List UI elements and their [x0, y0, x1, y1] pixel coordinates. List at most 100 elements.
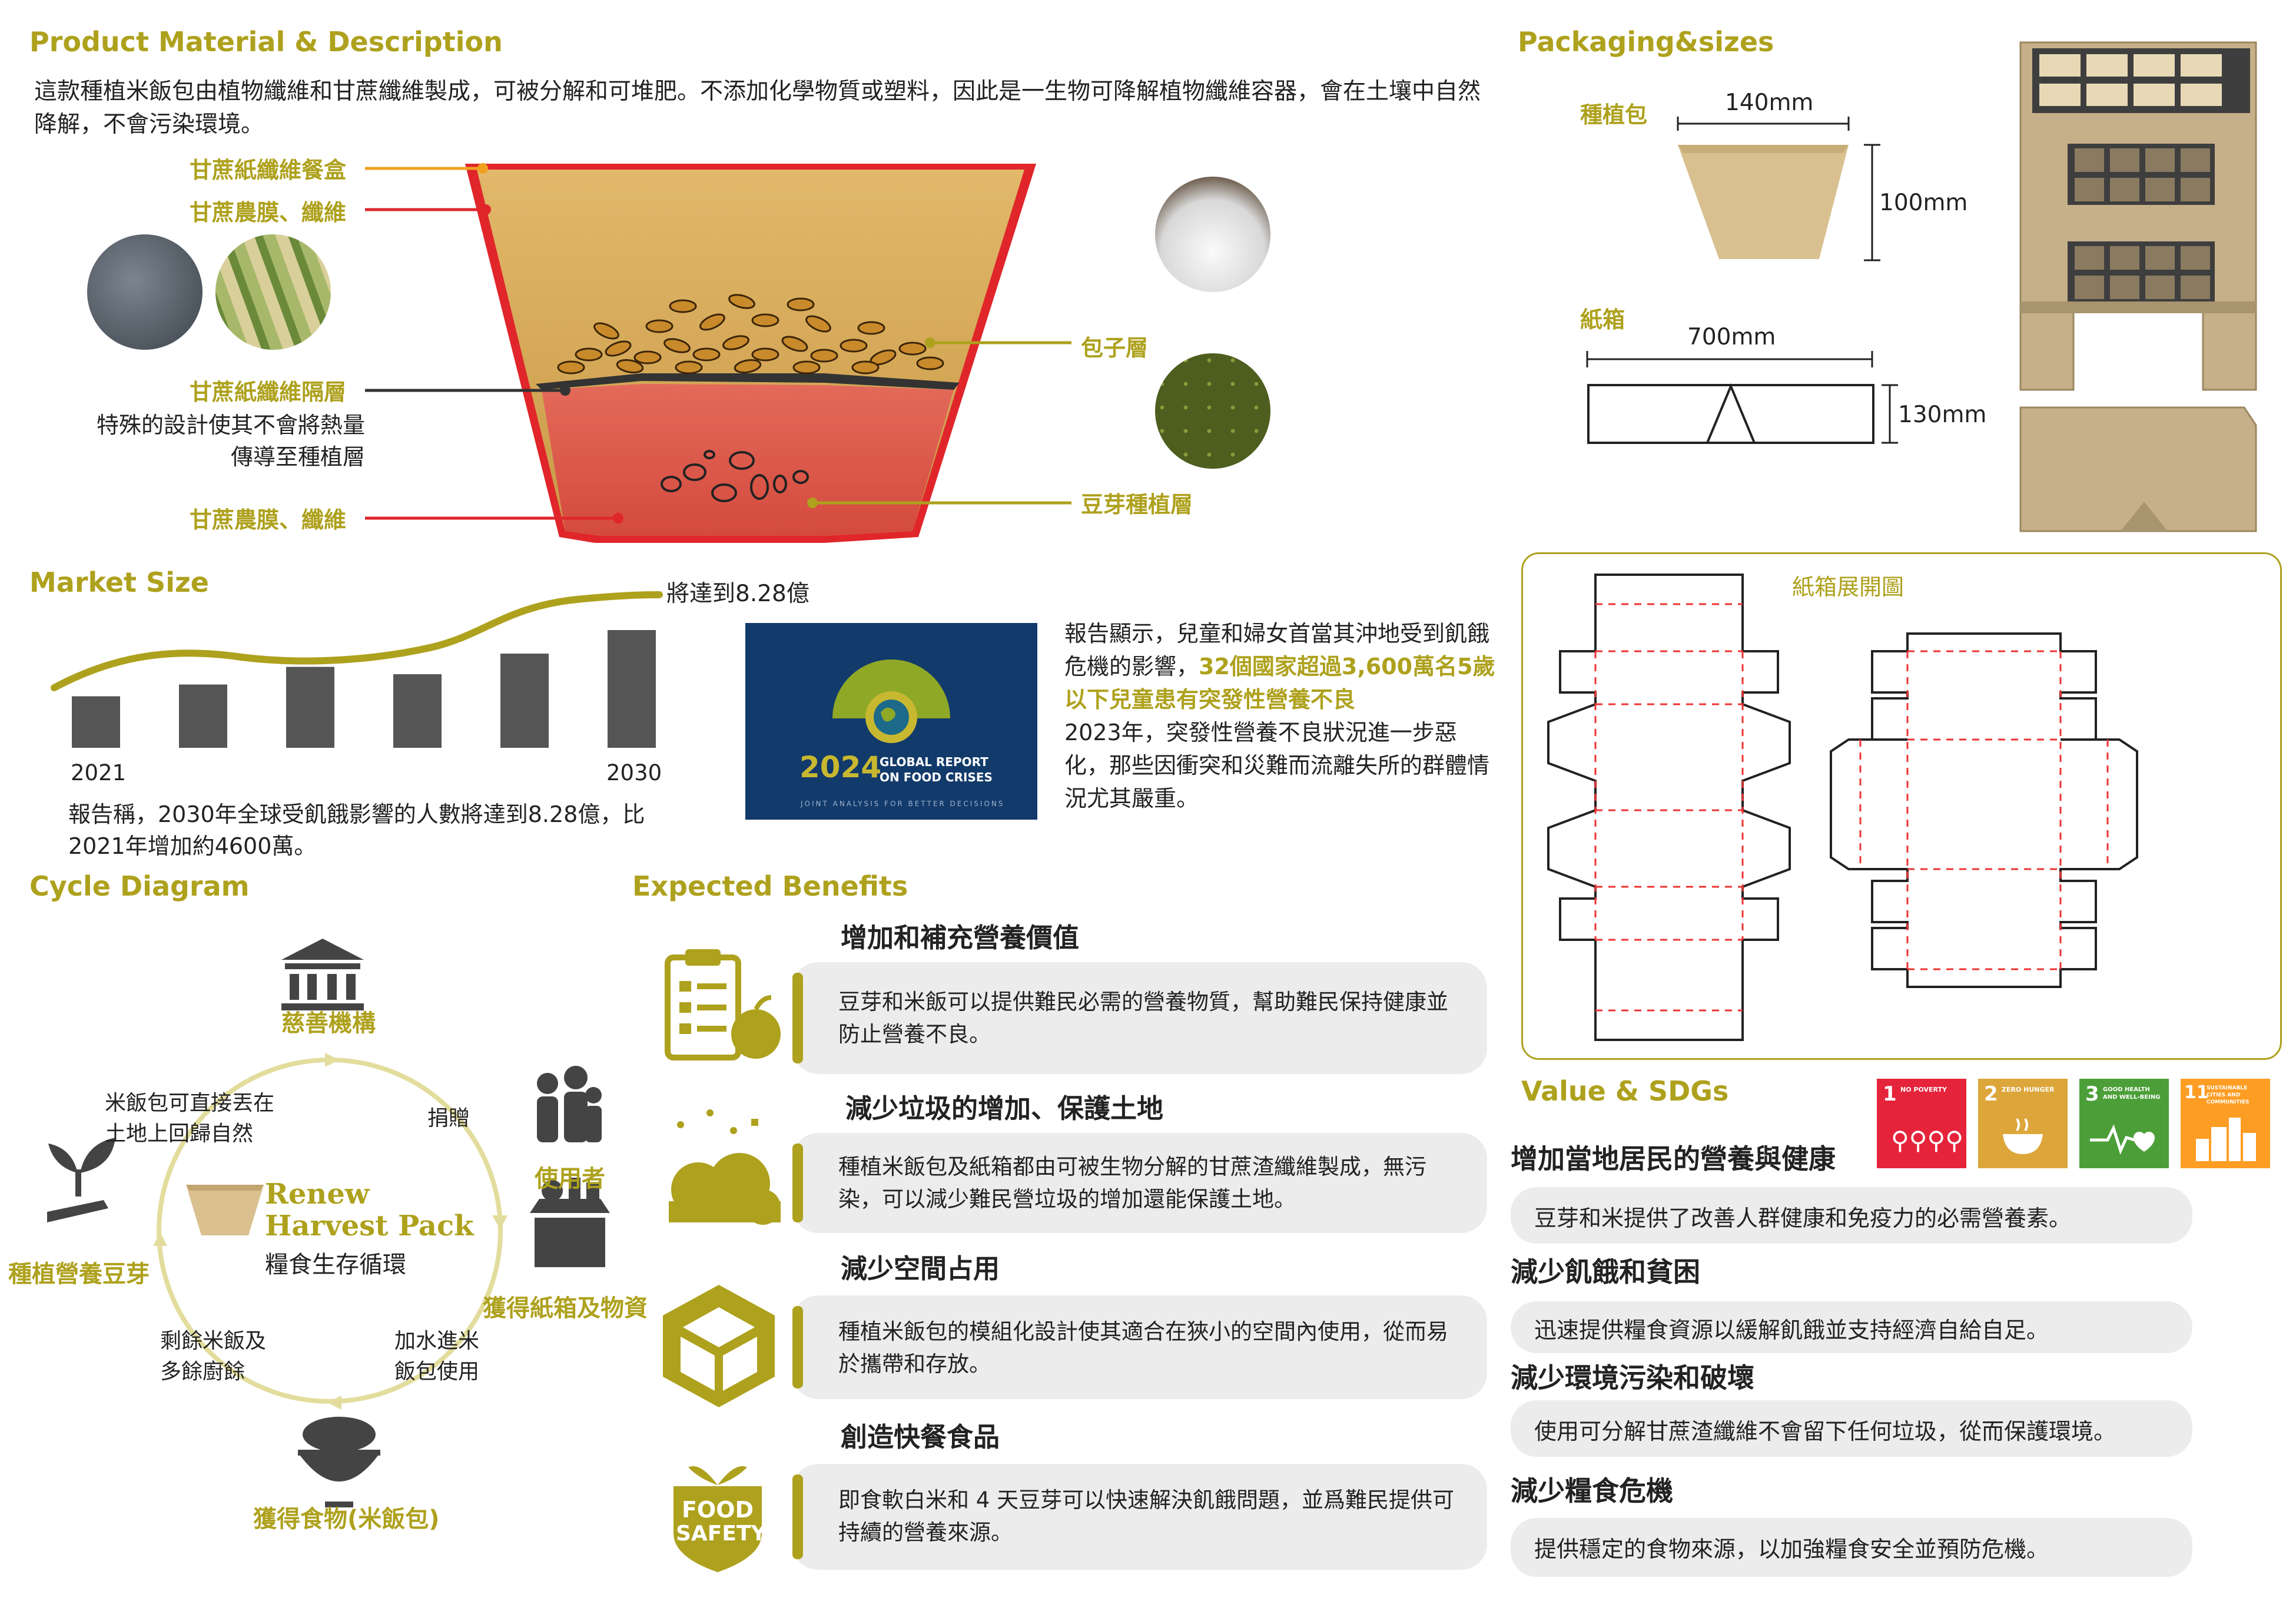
- pack-label: 種植包: [1580, 102, 1648, 128]
- box-3d-render: [2019, 41, 2257, 532]
- market-bar: [500, 654, 549, 748]
- market-bar: [608, 630, 656, 748]
- cycle-leftover-1: 剩餘米飯及: [160, 1329, 267, 1353]
- modular-cube-icon: [663, 1285, 775, 1407]
- rice-grains: [557, 294, 944, 374]
- charity-icon: [281, 939, 364, 1010]
- label-sprout-layer: 豆芽種植層: [1081, 492, 1193, 518]
- sdg-3-tile: 3 GOOD HEALTH AND WELL-BEING: [2079, 1079, 2169, 1168]
- dieline-panel: [1521, 552, 2282, 1060]
- value-1-title: 增加當地居民的營養與健康: [1511, 1143, 1836, 1175]
- section-title-value: Value & SDGs: [1521, 1075, 1729, 1107]
- brand-name-2: Harvest Pack: [265, 1209, 474, 1242]
- benefit-1-text: 豆芽和米飯可以提供難民必需的營養物質，幫助難民保持健康並防止營養不良。: [838, 989, 1448, 1047]
- cycle-donate: 捐贈: [427, 1106, 470, 1131]
- photo-rice: [1155, 177, 1270, 292]
- sdg-1-label: NO POVERTY: [1900, 1086, 1947, 1093]
- benefit-3-pill: 種植米飯包的模組化設計使其適合在狹小的空間內使用，從而易於攜帶和存放。: [792, 1295, 1487, 1399]
- material-description: 這款種植米飯包由植物纖維和甘蔗纖維製成，可被分解和可堆肥。不添加化學物質或塑料，…: [34, 78, 1481, 138]
- sdg-1-number: 1: [1883, 1082, 1897, 1106]
- nutrition-clipboard-icon: [665, 949, 781, 1060]
- market-x-start: 2021: [71, 760, 127, 786]
- value-3-text: 使用可分解甘蔗渣纖維不會留下任何垃圾，從而保護環境。: [1534, 1418, 2116, 1444]
- cycle-user: 使用者: [535, 1165, 605, 1192]
- benefit-3-title: 減少空間占用: [841, 1253, 1000, 1284]
- section-title-benefits: Expected Benefits: [632, 870, 908, 902]
- label-rice-layer: 包子層: [1081, 335, 1149, 361]
- report-subtitle: JOINT ANALYSIS FOR BETTER DECISIONS: [801, 800, 1005, 808]
- report-title-1: GLOBAL REPORT: [880, 755, 988, 769]
- center-pack-icon: [186, 1185, 264, 1235]
- food-crisis-report-cover: 2024 GLOBAL REPORT ON FOOD CRISES JOINT …: [745, 623, 1037, 820]
- value-1-pill: 豆芽和米提供了改善人群健康和免疫力的必需營養素。: [1511, 1187, 2192, 1244]
- report-title-2: ON FOOD CRISES: [880, 770, 993, 784]
- box-width: 700mm: [1687, 324, 1776, 350]
- sdg-11-label: SUSTAINABLE CITIES AND COMMUNITIES: [2207, 1085, 2249, 1105]
- label-fiber-divider: 甘蔗紙纖維隔層: [190, 379, 347, 405]
- sdg-3-label: GOOD HEALTH AND WELL-BEING: [2103, 1086, 2161, 1101]
- box-height: 130mm: [1898, 402, 1987, 428]
- brand-name-1: Renew: [265, 1178, 370, 1211]
- benefit-2-title: 減少垃圾的增加、保護土地: [845, 1093, 1164, 1124]
- report-emblem: [832, 659, 950, 743]
- value-4-text: 提供穩定的食物來源，以加強糧食安全並預防危機。: [1534, 1536, 2049, 1562]
- report-summary-2: 2023年，突發性營養不良狀況進一步惡化，那些因衝突和災難而流離失所的群體情況尤…: [1064, 720, 1490, 811]
- market-bar: [72, 696, 120, 748]
- divider-note: 特殊的設計使其不會將熱量傳導至種植層: [96, 412, 365, 470]
- material-leader-lines: [365, 163, 1071, 523]
- food-safety-text-2: SAFETY: [676, 1522, 767, 1546]
- cycle-diagram: [47, 939, 610, 1507]
- health-heartbeat-icon: [2090, 1124, 2155, 1155]
- pack-height: 100mm: [1879, 190, 1968, 216]
- box-label: 紙箱: [1580, 307, 1625, 333]
- bean-seeds: [661, 450, 809, 502]
- benefit-3-text: 種植米飯包的模組化設計使其適合在狹小的空間內使用，從而易於攜帶和存放。: [838, 1319, 1448, 1377]
- sprout-plant-icon: [47, 1138, 115, 1222]
- benefit-2-accent: [792, 1144, 803, 1222]
- sdg-3-number: 3: [2085, 1082, 2099, 1106]
- section-title-packaging: Packaging&sizes: [1518, 26, 1774, 58]
- value-2-title: 減少飢餓和貧困: [1511, 1256, 1700, 1288]
- dieline-drawing: [1547, 574, 2138, 1041]
- report-summary: 報告顯示，兒童和婦女首當其沖地受到飢餓危機的影響，32個國家超過3,600萬名5…: [1064, 617, 1500, 815]
- benefit-4-text: 即食軟白米和 4 天豆芽可以快速解決飢餓問題，並爲難民提供可持續的營養來源。: [838, 1487, 1455, 1545]
- pack-dimension-drawing: [1677, 117, 1880, 261]
- label-fiber-box: 甘蔗紙纖維餐盒: [190, 157, 347, 183]
- waste-land-icon: [669, 1109, 781, 1225]
- benefit-1-accent: [792, 973, 803, 1063]
- value-3-title: 減少環境污染和破壞: [1511, 1362, 1754, 1394]
- sdg-2-number: 2: [1984, 1082, 1998, 1106]
- photo-mung-beans: [1155, 353, 1270, 469]
- food-safety-text-1: FOOD: [681, 1497, 754, 1523]
- value-2-text: 迅速提供糧食資源以緩解飢餓並支持經濟自給自足。: [1534, 1317, 2049, 1343]
- market-caption: 報告稱，2030年全球受飢餓影響的人數將達到8.28億，比2021年增加約460…: [68, 801, 645, 859]
- cycle-add-water-2: 飯包使用: [394, 1360, 480, 1384]
- user-family-icon: [537, 1066, 602, 1142]
- benefit-1-pill: 豆芽和米飯可以提供難民必需的營養物質，幫助難民保持健康並防止營養不良。: [792, 962, 1487, 1074]
- benefit-4-accent: [792, 1474, 803, 1559]
- city-buildings-icon: [2196, 1118, 2256, 1161]
- market-x-end: 2030: [606, 760, 662, 786]
- benefit-2-pill: 種植米飯包及紙箱都由可被生物分解的甘蔗渣纖維製成，無污染，可以減少難民營垃圾的增…: [792, 1133, 1487, 1233]
- market-bar: [393, 674, 442, 748]
- value-2-pill: 迅速提供糧食資源以緩解飢餓並支持經濟自給自足。: [1511, 1301, 2192, 1353]
- value-4-pill: 提供穩定的食物來源，以加強糧食安全並預防危機。: [1511, 1518, 2192, 1577]
- hunger-bowl-icon: [2003, 1118, 2043, 1154]
- value-1-text: 豆芽和米提供了改善人群健康和免疫力的必需營養素。: [1534, 1205, 2072, 1231]
- sdg-11-number: 11: [2184, 1082, 2209, 1103]
- rice-pack-cross-section: [465, 164, 1036, 543]
- cycle-food: 獲得食物(米飯包): [253, 1506, 440, 1533]
- benefit-4-pill: 即食軟白米和 4 天豆芽可以快速解決飢餓問題，並爲難民提供可持續的營養來源。: [792, 1464, 1487, 1570]
- cycle-charity: 慈善機構: [281, 1010, 376, 1037]
- benefit-4-title: 創造快餐食品: [841, 1421, 1000, 1453]
- report-summary-highlight: 32個國家超過3,600萬名5歲以下兒童患有突發性營養不良: [1064, 654, 1495, 712]
- report-year: 2024: [799, 750, 882, 784]
- market-trend-line: [51, 591, 663, 691]
- cycle-center-subtitle: 糧食生存循環: [265, 1251, 406, 1278]
- supplies-box-icon: [530, 1178, 610, 1267]
- market-chart: [51, 591, 663, 748]
- cycle-leftover-2: 多餘廚餘: [160, 1360, 245, 1384]
